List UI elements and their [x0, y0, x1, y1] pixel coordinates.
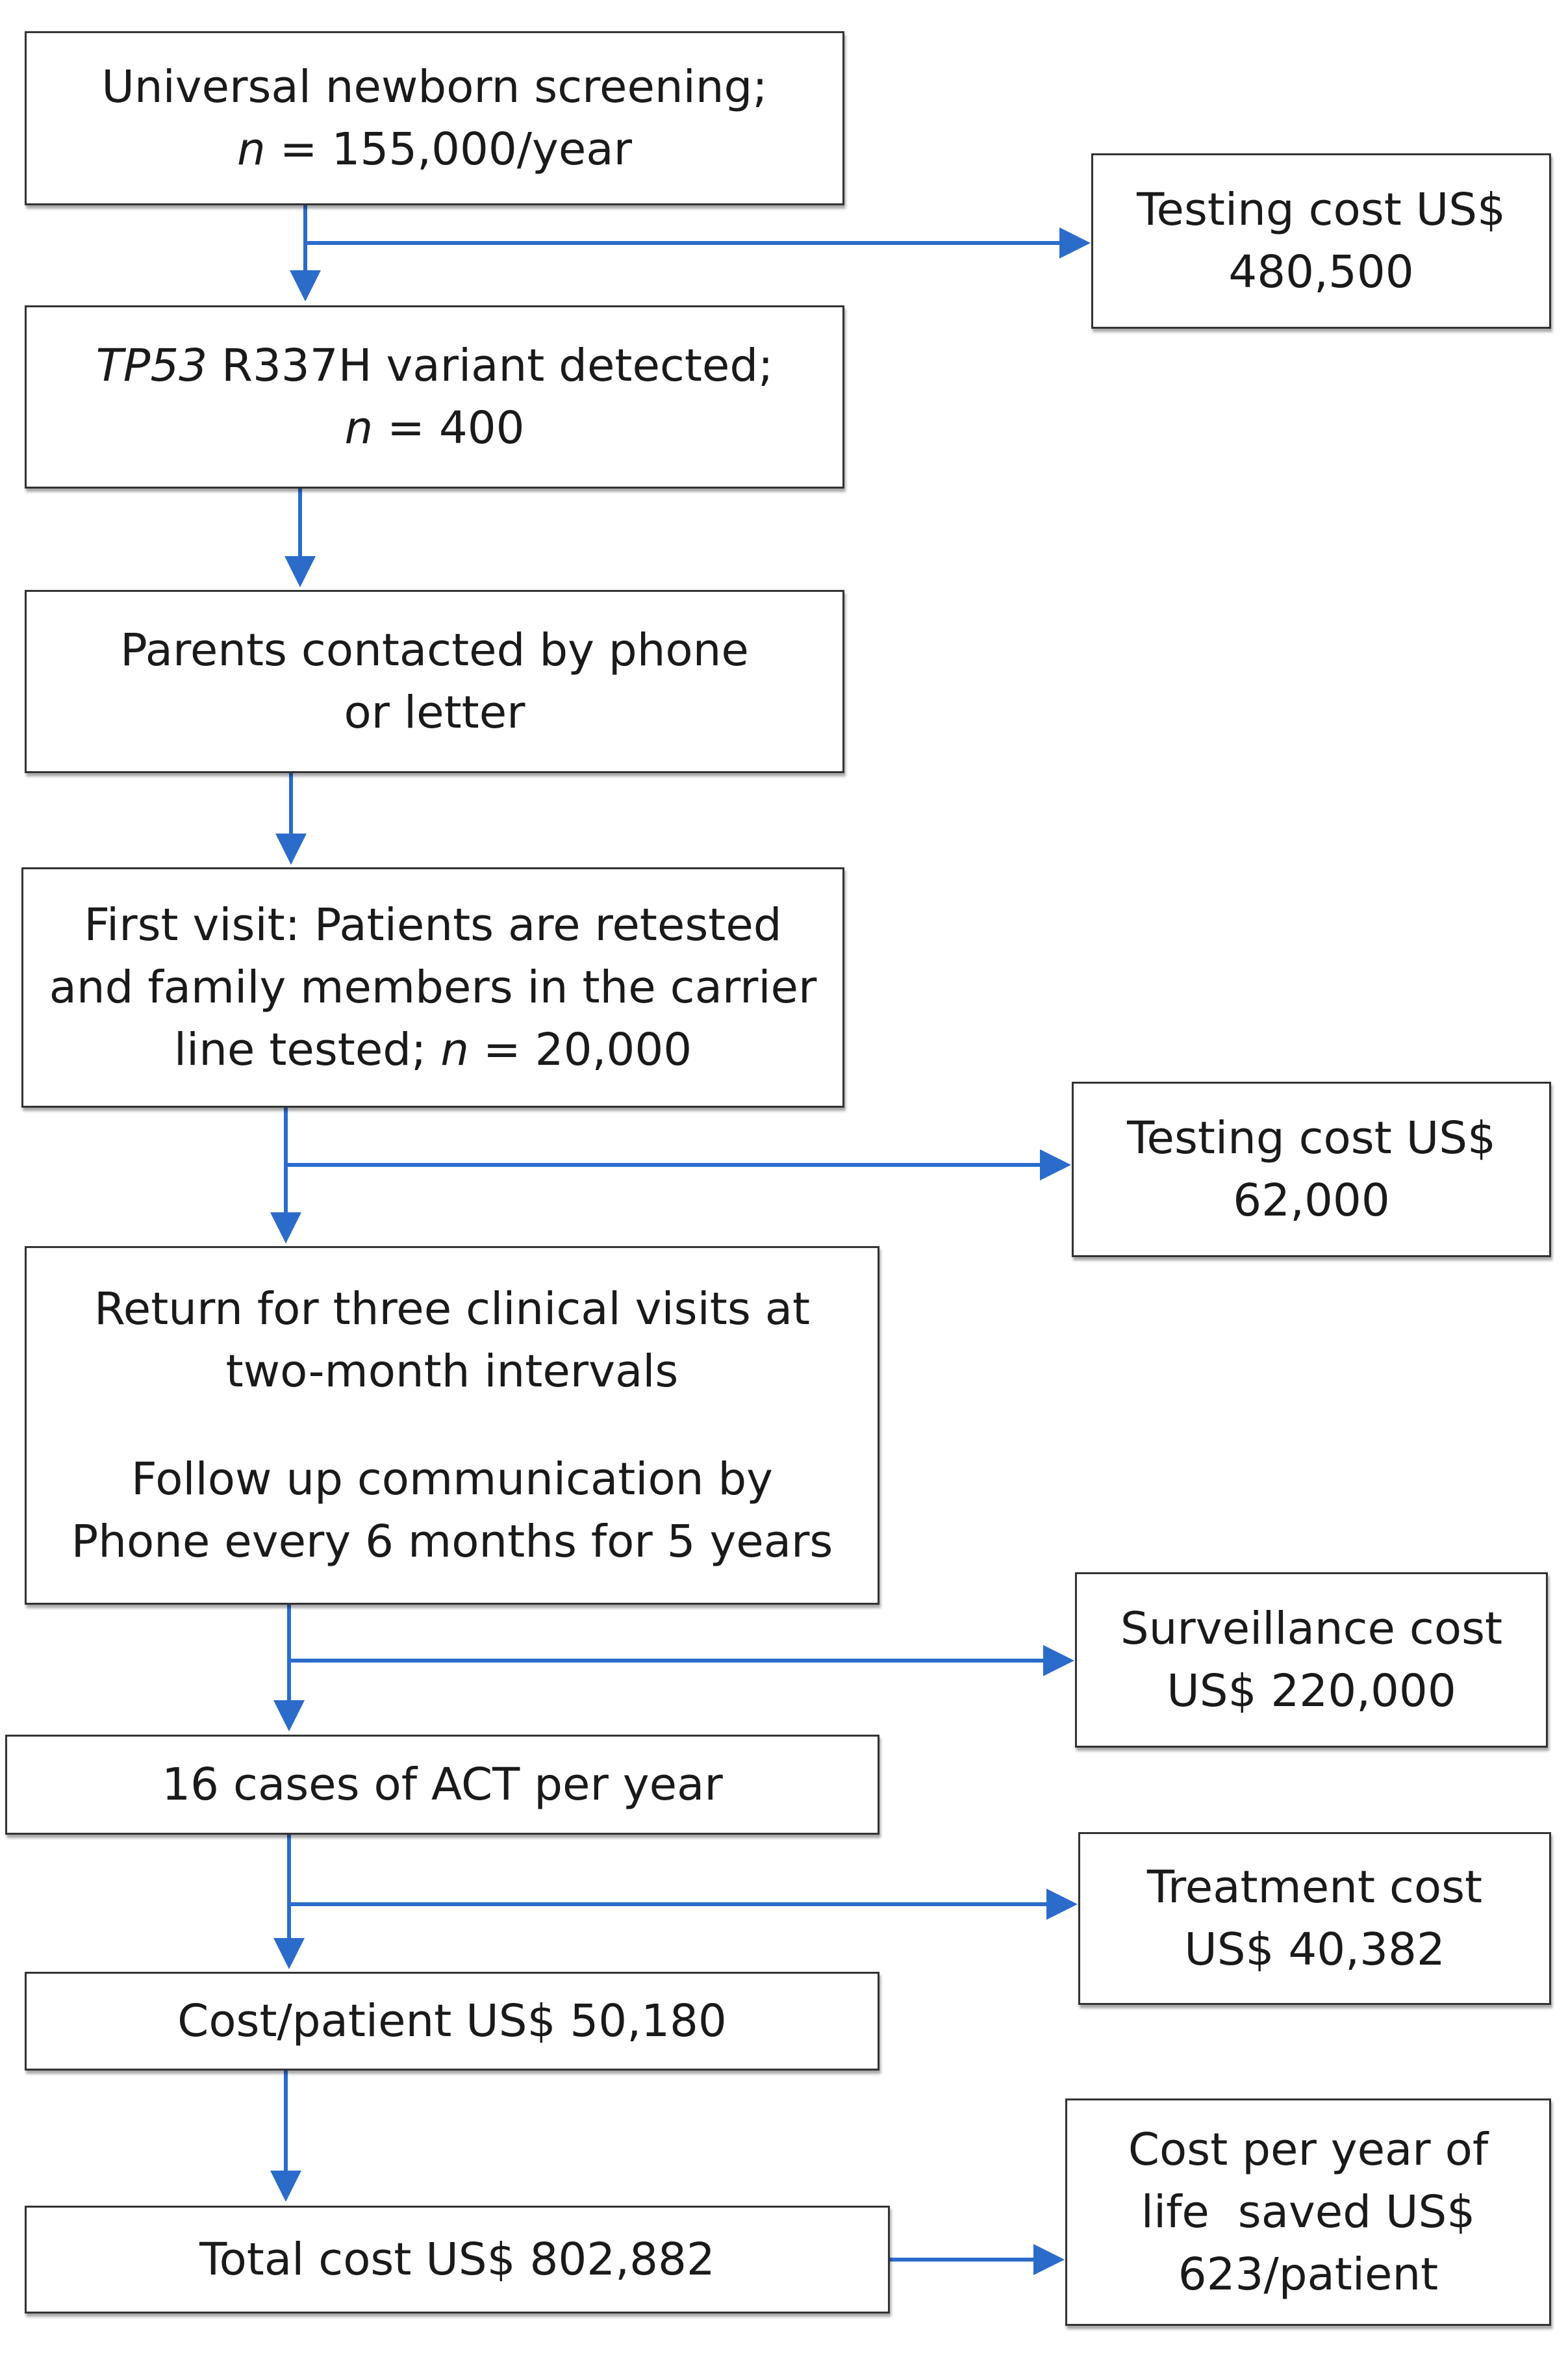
surveillance-cost-box: Surveillance cost US$ 220,000 [1075, 1572, 1548, 1748]
parents-line2: or letter [344, 687, 525, 739]
testing-cost-1-line2: 480,500 [1228, 246, 1414, 298]
testing-cost-box-1: Testing cost US$ 480,500 [1091, 153, 1551, 329]
screening-line1: Universal newborn screening; [101, 61, 768, 113]
return-line2: two-month intervals [225, 1345, 679, 1397]
first-visit-line1: First visit: Patients are retested [84, 899, 782, 951]
treatment-cost-line1: Treatment cost [1146, 1861, 1483, 1913]
screening-line2: n = 155,000/year [237, 123, 632, 175]
cost-per-patient-text: Cost/patient US$ 50,180 [177, 1995, 727, 2047]
first-visit-line3: line tested; n = 20,000 [173, 1024, 692, 1076]
return-line3: Follow up communication by [131, 1453, 773, 1505]
life-saved-line3: 623/patient [1178, 2249, 1439, 2301]
testing-cost-box-2: Testing cost US$ 62,000 [1072, 1082, 1551, 1257]
total-cost-text: Total cost US$ 802,882 [199, 2234, 715, 2286]
life-saved-line2: life saved US$ [1141, 2186, 1476, 2238]
return-line4: Phone every 6 months for 5 years [71, 1516, 833, 1568]
total-cost-box: Total cost US$ 802,882 [25, 2206, 890, 2314]
variant-line1: TP53 R337H variant detected; [95, 340, 774, 392]
life-saved-cost-box: Cost per year of life saved US$ 623/pati… [1065, 2098, 1551, 2326]
return-line1: Return for three clinical visits at [94, 1283, 811, 1335]
cost-per-patient-box: Cost/patient US$ 50,180 [25, 1972, 879, 2071]
surveillance-cost-line2: US$ 220,000 [1167, 1665, 1456, 1717]
act-cases-text: 16 cases of ACT per year [162, 1759, 723, 1811]
first-visit-box: First visit: Patients are retested and f… [21, 867, 844, 1108]
first-visit-line2: and family members in the carrier [49, 962, 817, 1014]
testing-cost-2-line1: Testing cost US$ [1127, 1112, 1496, 1164]
variant-line2: n = 400 [344, 402, 525, 454]
treatment-cost-line2: US$ 40,382 [1184, 1924, 1445, 1976]
variant-detected-box: TP53 R337H variant detected; n = 400 [25, 305, 844, 489]
act-cases-box: 16 cases of ACT per year [5, 1735, 879, 1835]
parents-contacted-box: Parents contacted by phone or letter [25, 590, 844, 773]
treatment-cost-box: Treatment cost US$ 40,382 [1078, 1832, 1551, 2005]
testing-cost-1-line1: Testing cost US$ [1137, 184, 1506, 236]
parents-line1: Parents contacted by phone [120, 624, 749, 676]
life-saved-line1: Cost per year of [1128, 2124, 1489, 2176]
surveillance-cost-line1: Surveillance cost [1120, 1603, 1503, 1655]
testing-cost-2-line2: 62,000 [1233, 1175, 1390, 1227]
screening-box: Universal newborn screening; n = 155,000… [25, 31, 844, 205]
return-visits-box: Return for three clinical visits at two-… [25, 1246, 879, 1605]
